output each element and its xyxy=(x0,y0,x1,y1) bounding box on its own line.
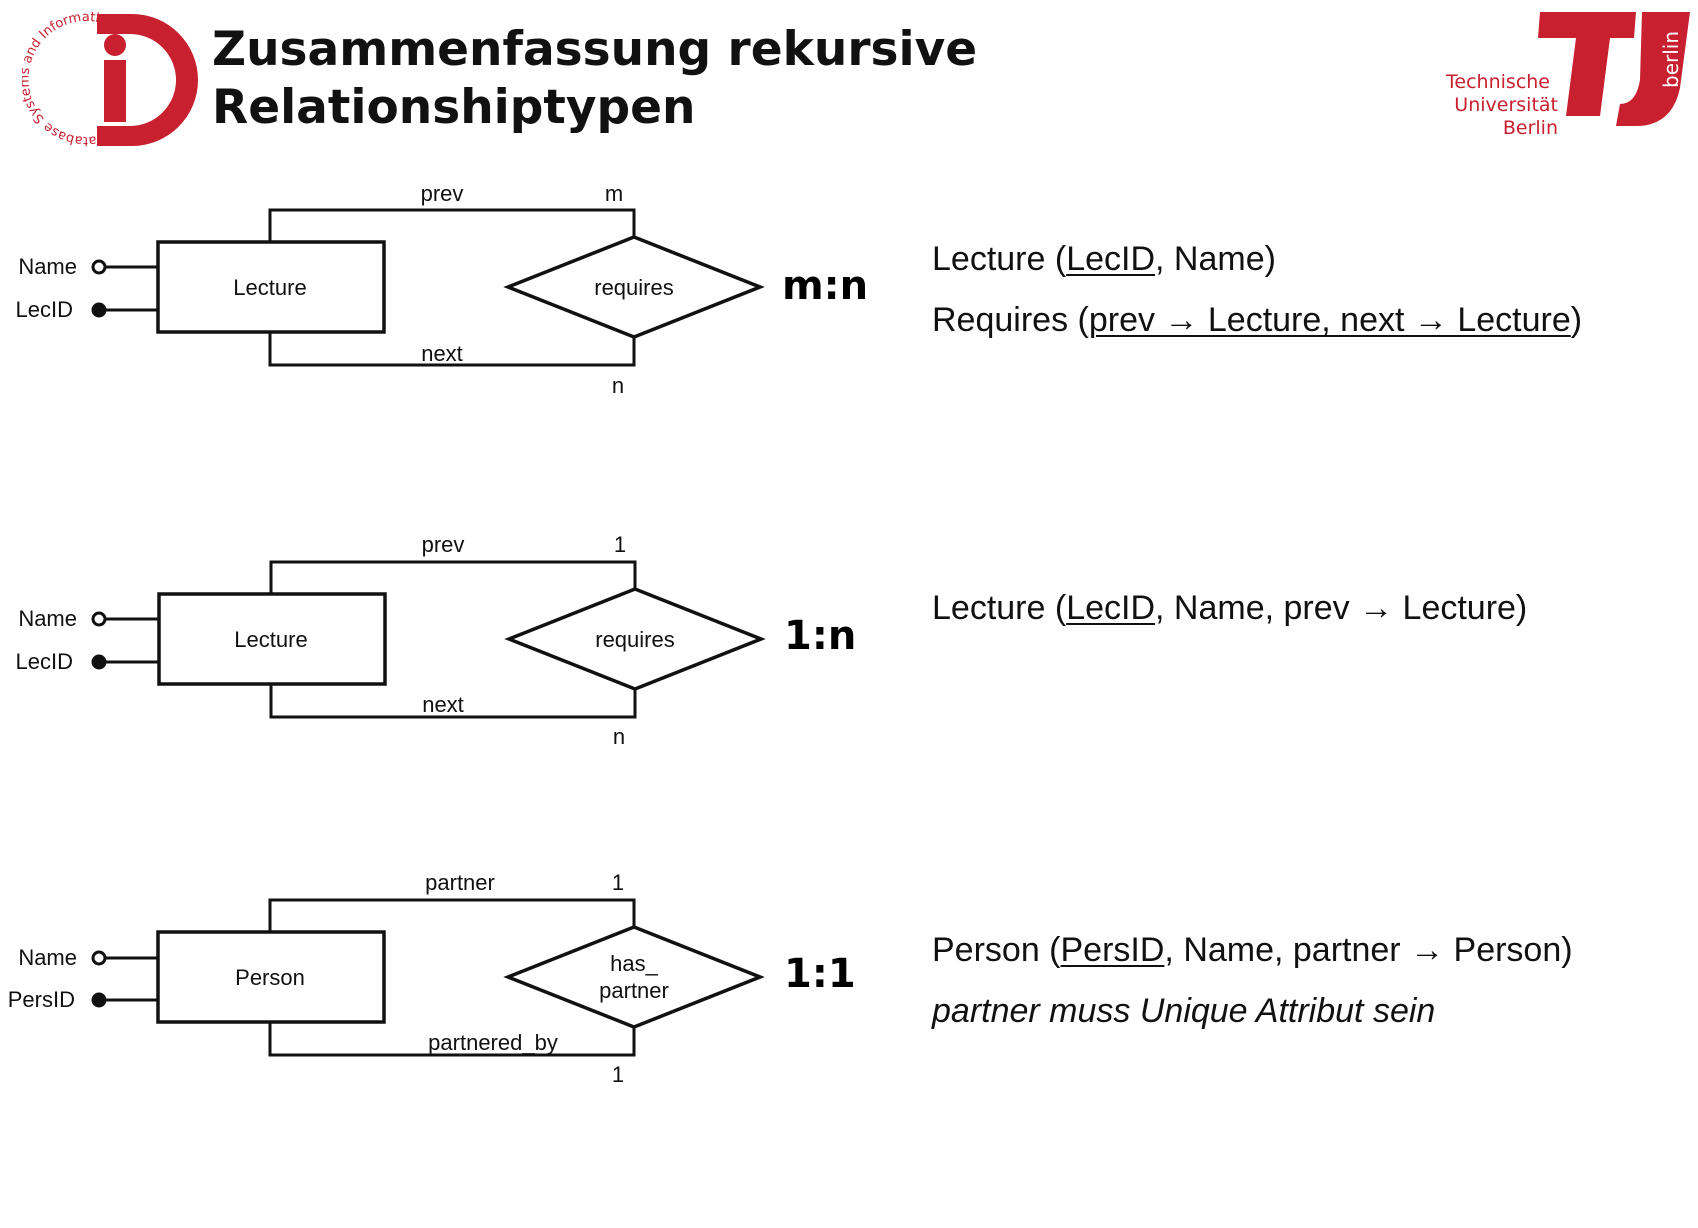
attribute-marker-key xyxy=(91,992,107,1008)
schema-text: ) xyxy=(1570,301,1583,339)
schema-primary-key: LecID xyxy=(1066,589,1156,627)
bottom-role-line xyxy=(268,1023,636,1057)
top-role-label: prev xyxy=(422,532,465,557)
tu-logo-line-1: Technische xyxy=(1445,71,1550,93)
schema-note: partner muss Unique Attribut sein xyxy=(932,992,1436,1030)
dima-logo-d-shape xyxy=(97,14,198,146)
tu-logo-u-shape xyxy=(1616,12,1690,126)
schema-text: , Name, prev → Lecture) xyxy=(1155,589,1528,627)
relationship-label: requires xyxy=(595,627,674,652)
bottom-card-label: n xyxy=(613,724,625,749)
dima-logo: Database Systems and Information Managem… xyxy=(22,8,198,148)
entity-label: Lecture xyxy=(234,627,307,652)
attribute-label-name: Name xyxy=(18,945,77,970)
bottom-role-label: next xyxy=(421,341,463,366)
er-diagram-1n: Lecture requires Name LecID prev 1 next … xyxy=(16,532,857,749)
entity-box xyxy=(156,240,386,334)
cardinality-label: 1:n xyxy=(784,613,856,659)
top-card-label: 1 xyxy=(614,532,626,557)
attribute-label-name: Name xyxy=(18,606,77,631)
bottom-role-line xyxy=(268,333,636,367)
top-card-label: 1 xyxy=(612,870,624,895)
schema-lecture-1n: Lecture (LecID, Name, prev → Lecture) xyxy=(932,587,1527,629)
tu-logo-line-2: Universität xyxy=(1454,94,1558,116)
entity-box xyxy=(157,592,387,686)
attribute-label-key: LecID xyxy=(16,297,73,322)
top-role-line xyxy=(269,560,637,593)
entity-box xyxy=(156,930,386,1024)
schema-text: Requires ( xyxy=(932,301,1089,339)
attribute-marker-key xyxy=(91,302,107,318)
tu-berlin-logo: Technische Universität Berlin berlin xyxy=(1445,12,1690,138)
relationship-diamond xyxy=(504,587,766,691)
schema-primary-key: LecID xyxy=(1066,240,1156,278)
dima-logo-i-stem xyxy=(104,60,126,122)
schema-text: Person ( xyxy=(932,931,1061,969)
tu-logo-t-shape xyxy=(1538,12,1636,116)
relationship-diamond xyxy=(503,235,765,339)
relationship-label: requires xyxy=(594,275,673,300)
bottom-role-line xyxy=(269,685,637,719)
bottom-role-label: next xyxy=(422,692,464,717)
top-role-label: partner xyxy=(425,870,495,895)
tu-logo-line-3: Berlin xyxy=(1503,117,1558,138)
schema-primary-key: PersID xyxy=(1060,931,1165,969)
schema-lecture-mn: Lecture (LecID, Name) xyxy=(932,238,1276,280)
er-diagram-mn: Lecture requires Name LecID prev m next … xyxy=(16,181,869,398)
relationship-diamond xyxy=(503,925,765,1029)
top-role-line xyxy=(268,208,636,241)
attribute-label-name: Name xyxy=(18,254,77,279)
attribute-label-key: LecID xyxy=(16,649,73,674)
er-diagram-11: Person has_ partner Name PersID partner … xyxy=(8,870,856,1087)
relationship-label-line-1: has_ xyxy=(610,951,658,976)
schema-text: , Name, partner → Person) xyxy=(1164,931,1573,969)
relationship-label-line-2: partner xyxy=(599,978,669,1003)
cardinality-label: 1:1 xyxy=(784,951,856,997)
bottom-card-label: 1 xyxy=(612,1062,624,1087)
bottom-card-label: n xyxy=(612,373,624,398)
entity-label: Person xyxy=(235,965,305,990)
bottom-role-label: partnered_by xyxy=(428,1030,558,1055)
entity-label: Lecture xyxy=(233,275,306,300)
dima-logo-i-dot xyxy=(104,34,126,56)
cardinality-label: m:n xyxy=(782,263,868,309)
schema-requires: Requires (prev → Lecture, next → Lecture… xyxy=(932,299,1582,341)
attribute-label-key: PersID xyxy=(8,987,75,1012)
schema-primary-key: prev → Lecture, next → Lecture xyxy=(1088,301,1571,339)
attribute-marker-open xyxy=(91,611,107,627)
top-card-label: m xyxy=(605,181,623,206)
schema-text: Lecture ( xyxy=(932,240,1067,278)
page-title-line-1: Zusammenfassung rekursive xyxy=(212,22,978,77)
top-role-label: prev xyxy=(421,181,464,206)
top-role-line xyxy=(268,898,636,931)
tu-logo-side-text: berlin xyxy=(1659,31,1683,88)
schema-text: , Name) xyxy=(1155,240,1276,278)
attribute-marker-open xyxy=(91,259,107,275)
schema-text: Lecture ( xyxy=(932,589,1067,627)
schema-person: Person (PersID, Name, partner → Person) xyxy=(932,929,1573,971)
attribute-marker-open xyxy=(91,950,107,966)
page-title-line-2: Relationshiptypen xyxy=(212,80,696,135)
attribute-marker-key xyxy=(91,654,107,670)
